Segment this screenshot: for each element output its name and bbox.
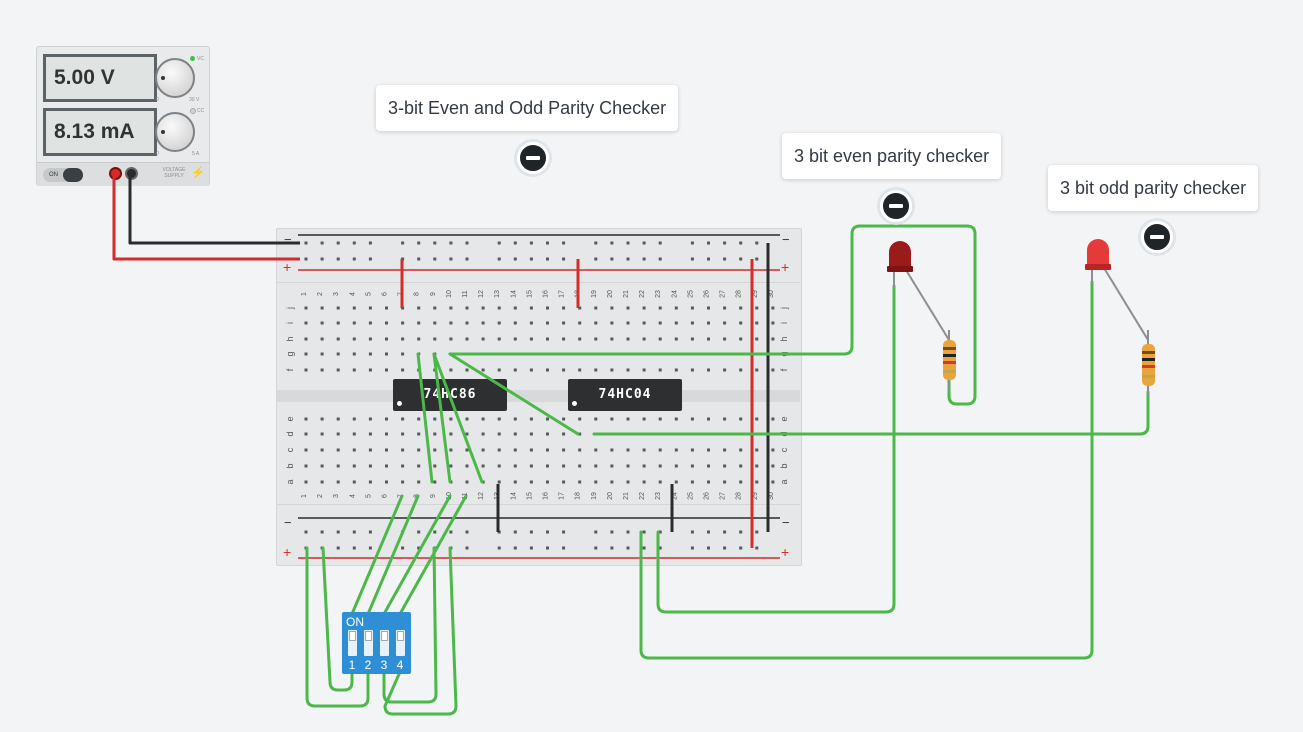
voltage-knob[interactable] xyxy=(155,58,195,98)
dip-number-1: 1 xyxy=(348,658,356,672)
wire-dip-out-3[interactable] xyxy=(382,546,438,704)
current-knob[interactable] xyxy=(155,112,195,152)
annotation-collapse-icon[interactable] xyxy=(880,190,912,222)
cc-label: CC xyxy=(197,108,205,114)
annotation-main-title[interactable]: 3-bit Even and Odd Parity Checker xyxy=(376,85,679,131)
voltage-knob-max: 30 V xyxy=(189,97,200,103)
chip-74hc04[interactable]: 74HC04 xyxy=(568,379,682,411)
wire-dip-1[interactable] xyxy=(350,494,404,616)
wire-chip-xor-3[interactable] xyxy=(432,352,484,484)
wire-even-led-return[interactable] xyxy=(656,284,896,614)
wire-dip-vcc-b[interactable] xyxy=(321,546,354,692)
dip-switch-4-toggle[interactable] xyxy=(396,630,405,656)
wire-xor-to-even-led[interactable] xyxy=(448,224,977,406)
rail-plus-bottom-right: + xyxy=(781,544,790,560)
psu-brand: VOLTAGE SUPPLY xyxy=(162,167,186,179)
dip-on-label: ON xyxy=(346,615,364,629)
dip-switch-2-toggle[interactable] xyxy=(364,630,373,656)
rail-plus-bottom-left: + xyxy=(283,544,292,560)
current-knob-min: 0 xyxy=(156,151,159,157)
annotation-odd-parity[interactable]: 3 bit odd parity checker xyxy=(1048,165,1259,211)
even-led[interactable] xyxy=(887,241,950,341)
rail-plus-top-right: + xyxy=(781,259,790,275)
rail-plus-top-left: + xyxy=(283,259,292,275)
psu-red-wire[interactable] xyxy=(112,174,300,261)
chip-74hc04-label: 74HC04 xyxy=(598,387,652,402)
psu-black-wire[interactable] xyxy=(128,174,300,245)
dip-number-3: 3 xyxy=(380,658,388,672)
power-switch[interactable]: ON xyxy=(43,168,83,182)
cv-indicator-icon xyxy=(190,56,195,61)
annotation-even-parity[interactable]: 3 bit even parity checker xyxy=(782,133,1002,179)
psu-control-strip: ON VOLTAGE SUPPLY ⚡ xyxy=(37,162,209,186)
odd-resistor[interactable] xyxy=(1142,330,1155,396)
voltage-knob-min: 0 xyxy=(156,97,159,103)
current-knob-max: 5 A xyxy=(192,151,200,157)
cc-indicator-icon xyxy=(190,108,196,114)
wire-dip-2[interactable] xyxy=(366,494,420,616)
dip-number-2: 2 xyxy=(364,658,372,672)
wire-dip-3[interactable] xyxy=(382,494,452,616)
dip-switch-1-toggle[interactable] xyxy=(348,630,357,656)
annotation-collapse-icon[interactable] xyxy=(1141,221,1173,253)
wire-chip-xor-2[interactable] xyxy=(432,352,452,484)
dip-number-4: 4 xyxy=(396,658,404,672)
chip-pin1-marker-icon xyxy=(397,401,402,406)
chip-pin1-marker-icon xyxy=(572,401,577,406)
wire-chip-xor-1[interactable] xyxy=(416,352,434,484)
voltage-display: 5.00 V xyxy=(43,54,157,102)
wire-dip-out-4[interactable] xyxy=(383,546,458,716)
rail-minus-bottom-right: − xyxy=(782,515,790,530)
rail-minus-bottom-left: − xyxy=(284,515,292,530)
annotation-collapse-icon[interactable] xyxy=(517,142,549,174)
lightning-icon: ⚡ xyxy=(191,167,205,179)
power-supply[interactable]: 5.00 V 8.13 mA VC CC 0 30 V 0 5 A ON VOL… xyxy=(36,46,210,186)
rail-minus-top-left: − xyxy=(284,232,292,247)
wire-xor-to-inverter[interactable] xyxy=(448,352,580,436)
rail-minus-top-right: − xyxy=(782,232,790,247)
even-resistor[interactable] xyxy=(943,330,956,390)
dip-switch-3-toggle[interactable] xyxy=(380,630,389,656)
odd-led[interactable] xyxy=(1085,239,1149,341)
wire-dip-vcc-a[interactable] xyxy=(305,546,370,708)
dip-switch[interactable]: ON 1 2 3 4 xyxy=(342,612,411,674)
wire-inverter-to-odd-led[interactable] xyxy=(592,390,1150,436)
wire-odd-led-return[interactable] xyxy=(639,280,1094,660)
cv-label: VC xyxy=(197,56,204,62)
